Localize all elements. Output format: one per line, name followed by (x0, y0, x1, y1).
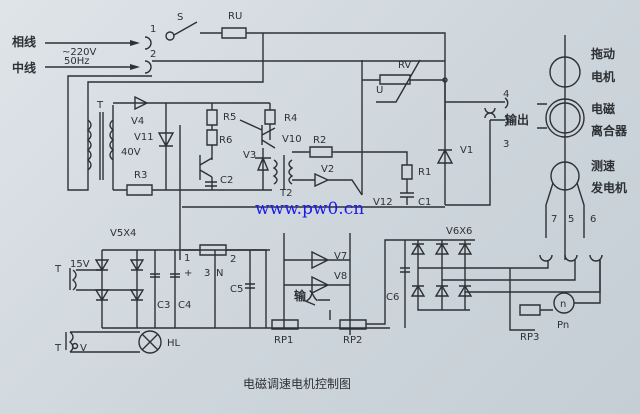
drive-motor-label: 拖动 (591, 46, 615, 61)
component-label: V4 (131, 116, 144, 127)
component-label: RP3 (520, 332, 539, 343)
component-label: n (560, 299, 566, 310)
tacho-label: 发电机 (590, 180, 627, 195)
diagram-title: 电磁调速电机控制图 (243, 376, 351, 391)
component-label: V5X4 (110, 228, 136, 239)
component-label: V10 (282, 134, 302, 145)
component-label: RP2 (343, 335, 362, 346)
motor-pin-label: 7 (551, 214, 557, 225)
pin-label: 1 (150, 24, 156, 35)
component-label: C6 (386, 292, 399, 303)
component-label: Pn (557, 320, 569, 331)
component-label: RV (398, 60, 411, 71)
component-label: V7 (334, 251, 347, 262)
component-label: V1 (460, 145, 473, 156)
motor-assembly (537, 35, 585, 260)
pin-label: 2 (150, 49, 156, 60)
power-supply (69, 233, 603, 335)
phase-line-label: 相线 (12, 34, 36, 49)
component-label: 3 (204, 268, 210, 279)
component-label: C3 (157, 300, 170, 311)
component-label: R5 (223, 112, 236, 123)
component-label: U (376, 85, 383, 96)
component-label: V12 (373, 197, 393, 208)
component-label: 15V (70, 259, 90, 270)
component-label: V6X6 (446, 226, 472, 237)
component-label: C1 (418, 197, 431, 208)
tacho-label: 测速 (591, 158, 615, 173)
output-pin-label: 3 (503, 139, 509, 150)
component-label: R1 (418, 167, 431, 178)
component-label: 1 (184, 253, 190, 264)
mains-input (45, 21, 446, 191)
motor-pin-label: 6 (590, 214, 596, 225)
component-label: R2 (313, 135, 326, 146)
frequency-label: 50Hz (64, 56, 90, 67)
component-label: C4 (178, 300, 191, 311)
component-label: V11 (134, 132, 154, 143)
lamp-terminal (71, 342, 79, 350)
component-label: R6 (219, 135, 232, 146)
neutral-line-label: 中线 (12, 60, 36, 75)
clutch-label: 电磁 (591, 101, 615, 116)
clutch-label: 离合器 (591, 123, 628, 138)
transformer-t (86, 95, 272, 196)
component-label: V8 (334, 271, 347, 282)
component-label: T2 (279, 188, 292, 199)
watermark: www.pw0.cn (255, 199, 364, 219)
component-label: 40V (121, 147, 141, 158)
input-label: 输入 (294, 288, 318, 303)
drive-motor-label: 电机 (591, 69, 615, 84)
fuse-label: RU (228, 11, 242, 22)
component-label: N (216, 268, 223, 279)
output-pin-label: 4 (503, 89, 509, 100)
component-label: V3 (243, 150, 256, 161)
component-label: 2 (230, 254, 236, 265)
trigger-circuit (179, 103, 294, 260)
component-label: V (80, 343, 87, 354)
component-label: T (54, 343, 62, 354)
motor-pin-label: 5 (568, 214, 574, 225)
control-circuit (182, 59, 509, 208)
voltage-label: ~220V (62, 47, 96, 58)
switch-label: S (177, 12, 183, 23)
component-label: T (54, 264, 62, 275)
component-label: C2 (220, 175, 233, 186)
component-label: C5 (230, 284, 243, 295)
component-label: V2 (321, 164, 334, 175)
component-label: RP1 (274, 335, 293, 346)
output-label: 输出 (505, 112, 529, 127)
component-label: R4 (284, 113, 297, 124)
component-label: R3 (134, 170, 147, 181)
indicator-lamp (65, 330, 162, 354)
component-label: + (184, 268, 192, 279)
component-label: T (96, 100, 104, 111)
component-label: HL (167, 338, 181, 349)
